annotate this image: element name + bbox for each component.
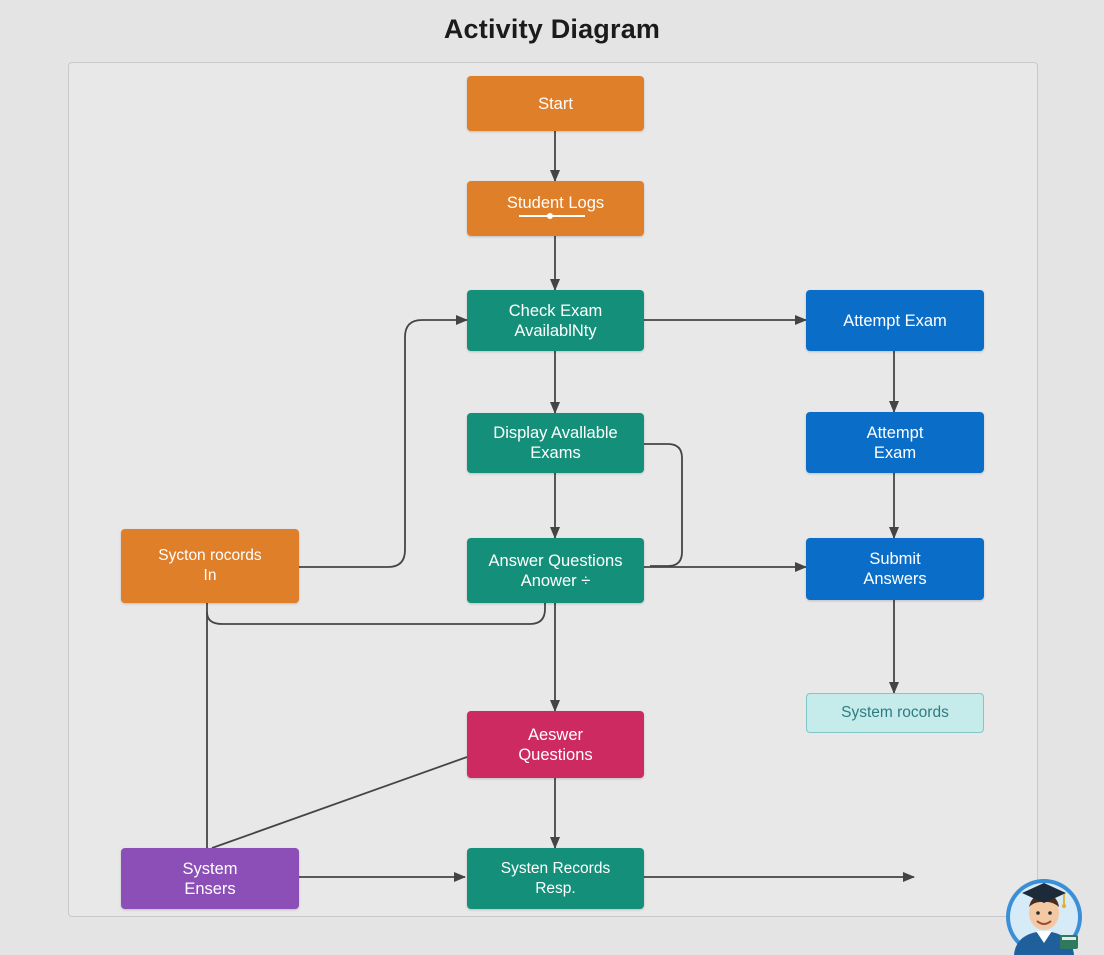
node-display-available-exams-label: Display Avallable Exams <box>493 424 618 462</box>
node-system-records-resp[interactable]: Systen Records Resp. <box>467 848 644 909</box>
underline-decoration <box>519 213 585 219</box>
node-aeswer-questions[interactable]: Aeswer Questions <box>467 711 644 778</box>
node-system-records-in-label: Sycton rocords In <box>158 547 262 584</box>
node-student-logs-label: Student Logs <box>506 193 605 212</box>
edge-system-records-in-loop <box>206 603 546 625</box>
edge-system-records-in-to-check-exam <box>299 315 468 568</box>
diagram-title: Activity Diagram <box>443 14 661 44</box>
edge-display-exams-loop <box>644 443 683 567</box>
node-system-records-label: System rocords <box>841 704 949 721</box>
node-attempt-exam-label: Attempt Exam <box>843 311 947 330</box>
node-aeswer-questions-label: Aeswer Questions <box>518 725 593 764</box>
node-attempt-exam-2[interactable]: Attempt Exam <box>806 412 984 473</box>
node-start[interactable]: Start <box>467 76 644 131</box>
node-answer-questions[interactable]: Answer Questions Anower ÷ <box>467 538 644 603</box>
node-system-records[interactable]: System rocords <box>806 693 984 733</box>
student-avatar-icon <box>1006 879 1082 955</box>
node-attempt-exam[interactable]: Attempt Exam <box>806 290 984 351</box>
node-submit-answers[interactable]: Submit Answers <box>806 538 984 600</box>
node-system-records-in[interactable]: Sycton rocords In <box>121 529 299 603</box>
node-check-exam-availability[interactable]: Check Exam AvailablNty <box>467 290 644 351</box>
node-display-available-exams[interactable]: Display Avallable Exams <box>467 413 644 473</box>
node-system-records-resp-label: Systen Records Resp. <box>500 859 611 897</box>
node-system-ensers-label: System Ensers <box>182 859 238 898</box>
node-check-exam-availability-label: Check Exam AvailablNty <box>508 301 603 340</box>
node-submit-answers-label: Submit Answers <box>863 550 927 588</box>
node-start-label: Start <box>538 94 573 113</box>
node-answer-questions-label: Answer Questions Anower ÷ <box>488 551 623 590</box>
node-attempt-exam-2-label: Attempt Exam <box>866 423 924 462</box>
node-system-ensers[interactable]: System Ensers <box>121 848 299 909</box>
edge-system-ensers-to-aeswer-questions <box>211 756 468 849</box>
node-student-logs[interactable]: Student Logs <box>467 181 644 236</box>
